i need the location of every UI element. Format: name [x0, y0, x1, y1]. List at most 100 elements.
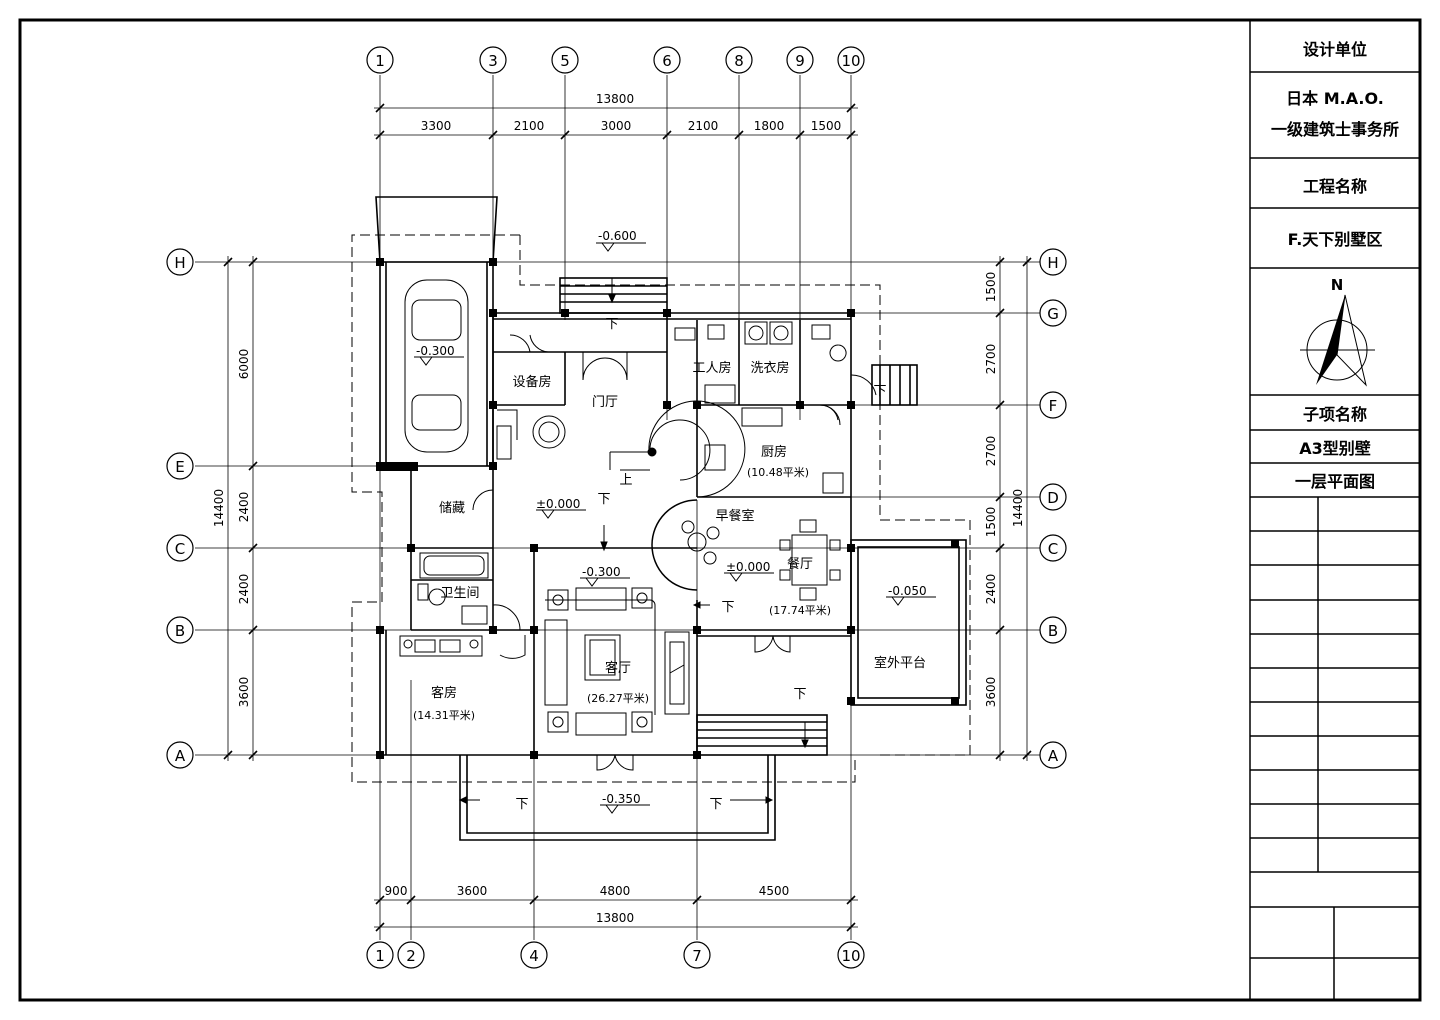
dim-right-4: 1500 — [984, 507, 998, 538]
axis-bubbles — [166, 46, 1067, 969]
project-label: 工程名称 — [1303, 177, 1367, 196]
car-icon — [404, 279, 469, 453]
down-breakfast: 下 — [721, 600, 734, 615]
axis-right-C: C — [1048, 540, 1058, 558]
axis-left-B: B — [175, 622, 185, 640]
living-area: (26.27平米) — [587, 692, 649, 705]
dim-left-1: 6000 — [237, 349, 251, 380]
company-name: 日本 M.A.O. — [1286, 89, 1384, 108]
project-name: F.天下别墅区 — [1288, 230, 1383, 249]
wall-segments — [376, 462, 418, 471]
columns — [376, 258, 959, 759]
axis-left-H: H — [174, 254, 185, 272]
elev-terrace: -0.050 — [888, 584, 927, 598]
elevation-markers — [414, 242, 936, 814]
axis-right-G: G — [1047, 305, 1059, 323]
dim-bottom-4: 4500 — [759, 884, 790, 898]
down-terrace: 下 — [793, 687, 806, 702]
elev-top-step: -0.600 — [598, 229, 637, 243]
dim-right-6: 3600 — [984, 677, 998, 708]
room-equipment: 设备房 — [512, 374, 551, 390]
elev-front: -0.350 — [602, 792, 641, 806]
room-storage: 储藏 — [439, 501, 465, 516]
room-guest: 客房 — [431, 685, 457, 701]
room-kitchen: 厨房 — [761, 444, 787, 460]
room-bath: 卫生间 — [440, 586, 479, 601]
furniture — [399, 279, 877, 771]
axis-right-H: H — [1047, 254, 1058, 272]
down-east: 下 — [873, 384, 886, 399]
north-arrow-icon — [1300, 294, 1375, 387]
axis-top-9: 9 — [795, 52, 805, 70]
walls — [375, 196, 967, 841]
axis-top-3: 3 — [488, 52, 498, 70]
axis-bottom-4: 4 — [529, 947, 539, 965]
dim-top-1: 3300 — [421, 119, 452, 133]
design-unit-label: 设计单位 — [1303, 40, 1367, 59]
dim-top-5: 1800 — [754, 119, 785, 133]
dining-area: (17.74平米) — [769, 604, 831, 617]
room-breakfast: 早餐室 — [715, 508, 754, 524]
dim-top-2: 2100 — [514, 119, 545, 133]
company-office: 一级建筑士事务所 — [1271, 120, 1399, 139]
dim-bottom-3: 4800 — [600, 884, 631, 898]
axis-bottom-10: 10 — [841, 947, 860, 965]
dim-bottom-2: 3600 — [457, 884, 488, 898]
room-foyer: 门厅 — [592, 395, 618, 410]
dimension-lines — [227, 107, 1028, 928]
axis-left-C: C — [175, 540, 185, 558]
drawing-name: 一层平面图 — [1295, 472, 1375, 491]
room-laundry: 洗衣房 — [750, 360, 789, 376]
elev-hall: ±0.000 — [536, 497, 580, 511]
dim-left-total: 14400 — [212, 489, 226, 527]
dim-top-3: 3000 — [601, 119, 632, 133]
dim-bottom-1: 900 — [385, 884, 408, 898]
dim-right-1: 1500 — [984, 272, 998, 303]
bay-window — [651, 499, 698, 591]
dim-left-3: 2400 — [237, 574, 251, 605]
guest-area: (14.31平米) — [413, 709, 475, 722]
dim-left-2: 2400 — [237, 492, 251, 523]
dim-top-4: 2100 — [688, 119, 719, 133]
sub-item-name: A3型别壁 — [1299, 439, 1371, 458]
dimension-ticks — [223, 103, 1032, 932]
elev-breakfast: ±0.000 — [726, 560, 770, 574]
room-terrace: 室外平台 — [874, 655, 926, 671]
axis-top-8: 8 — [734, 52, 744, 70]
spiral-stair-icon — [609, 400, 746, 498]
axis-right-B: B — [1048, 622, 1058, 640]
down-hall: 下 — [597, 492, 610, 507]
axis-top-10: 10 — [841, 52, 860, 70]
axis-bottom-7: 7 — [692, 947, 702, 965]
room-servant: 工人房 — [692, 360, 731, 376]
step-arrows — [458, 278, 809, 804]
kitchen-area: (10.48平米) — [747, 466, 809, 479]
axis-right-A: A — [1048, 747, 1059, 765]
dim-right-3: 2700 — [984, 436, 998, 467]
down-north-step: 下 — [605, 317, 618, 332]
elev-living: -0.300 — [582, 565, 621, 579]
axis-right-F: F — [1049, 397, 1058, 415]
room-living: 客厅 — [605, 660, 631, 676]
dim-bottom-total: 13800 — [596, 911, 634, 925]
down-front-left: 下 — [515, 797, 528, 812]
north-label: N — [1331, 276, 1344, 294]
title-block — [1249, 20, 1420, 1000]
axis-grid — [195, 75, 1040, 940]
elev-garage: -0.300 — [416, 344, 455, 358]
axis-top-1: 1 — [375, 52, 385, 70]
dim-top-total: 13800 — [596, 92, 634, 106]
dim-top-6: 1500 — [811, 119, 842, 133]
axis-bottom-2: 2 — [406, 947, 416, 965]
axis-left-E: E — [175, 458, 184, 476]
axis-right-D: D — [1047, 489, 1059, 507]
dim-right-total: 14400 — [1011, 489, 1025, 527]
room-dining: 餐厅 — [787, 556, 813, 572]
dim-right-5: 2400 — [984, 574, 998, 605]
axis-top-6: 6 — [662, 52, 672, 70]
dim-left-4: 3600 — [237, 677, 251, 708]
axis-top-5: 5 — [560, 52, 570, 70]
down-front-right: 下 — [709, 797, 722, 812]
drawing-frame — [18, 18, 1422, 1002]
